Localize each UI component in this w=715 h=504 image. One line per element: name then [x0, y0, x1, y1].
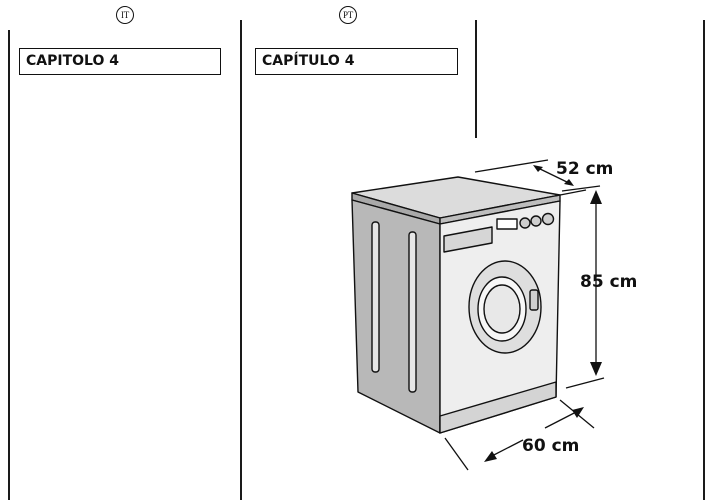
language-badge-italian: IT	[116, 6, 134, 24]
column-rule-right	[475, 20, 477, 138]
washer-kickplate	[439, 381, 557, 434]
washer-side-panel	[351, 199, 441, 434]
language-badge-portuguese: PT	[339, 6, 357, 24]
column-rule-left	[8, 30, 10, 500]
dimension-height-label: 85 cm	[580, 272, 638, 292]
column-rule-middle	[240, 20, 242, 500]
door-handle	[529, 289, 539, 311]
dimension-width-label: 60 cm	[522, 436, 580, 456]
dimension-depth-label: 52 cm	[556, 159, 614, 179]
control-knob	[541, 212, 555, 226]
control-knob	[519, 217, 531, 229]
chapter-heading-italian: CAPITOLO 4	[19, 48, 221, 75]
control-knob	[530, 215, 542, 227]
detergent-drawer	[443, 226, 493, 253]
column-rule-far-right	[703, 20, 705, 500]
chapter-heading-portuguese: CAPÍTULO 4	[255, 48, 458, 75]
